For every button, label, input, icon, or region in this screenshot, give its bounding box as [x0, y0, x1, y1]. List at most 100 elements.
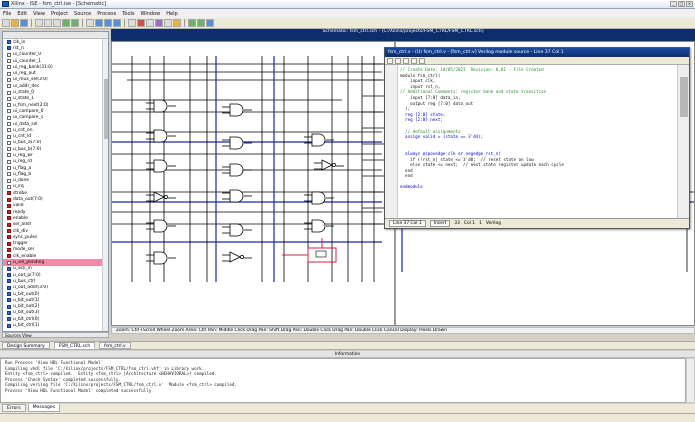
wire-icon[interactable] [128, 19, 136, 27]
and-gate[interactable] [153, 219, 168, 233]
tree-scroll-thumb[interactable] [104, 79, 108, 139]
find-icon[interactable] [86, 19, 94, 27]
tree-item[interactable]: clk_in [3, 39, 108, 45]
editor-find-icon[interactable] [403, 57, 409, 64]
help-icon[interactable] [206, 19, 214, 27]
and-gate[interactable] [153, 129, 168, 143]
tree-item[interactable]: ui_compare_0 [3, 108, 108, 114]
editor-undo-icon[interactable] [395, 57, 401, 64]
editor-save-icon[interactable] [387, 57, 393, 64]
tree-item[interactable]: u_out_addr(3:0) [3, 285, 108, 291]
and-gate[interactable] [229, 103, 244, 117]
paste-icon[interactable] [53, 19, 61, 27]
tree-item[interactable]: u_bus_a(7:0) [3, 140, 108, 146]
tree-item[interactable]: u_cnt_ld [3, 133, 108, 139]
tree-item[interactable]: ui_reg_out [3, 70, 108, 76]
code-line[interactable]: input clk, [400, 78, 436, 84]
tree-item[interactable]: u_flag_b [3, 171, 108, 177]
tree-item[interactable]: clk_enable [3, 253, 108, 259]
tree-item[interactable]: strobe [3, 190, 108, 196]
selected-block-symbol[interactable] [315, 250, 327, 258]
tree-item[interactable]: u_irq [3, 184, 108, 190]
tree-item[interactable]: u_ack_in [3, 266, 108, 272]
tree-item[interactable]: u_bit_ctrl(1) [3, 322, 108, 328]
code-line[interactable]: end [400, 173, 413, 179]
open-icon[interactable] [11, 19, 19, 27]
inverter-bubble[interactable] [164, 195, 168, 199]
tree-item[interactable]: u_reg_rd [3, 159, 108, 165]
tree-item[interactable]: valid [3, 203, 108, 209]
tree-item[interactable]: enable [3, 215, 108, 221]
menu-view[interactable]: View [33, 10, 45, 17]
code-line[interactable]: input [7:0] data_in, [400, 94, 461, 100]
tab-design-summary[interactable]: Design Summary [2, 342, 50, 349]
tree-item[interactable]: ready [3, 209, 108, 215]
tree-item[interactable]: u_state_0 [3, 89, 108, 95]
tab-messages[interactable]: Messages [27, 404, 61, 412]
code-line[interactable]: end [400, 167, 413, 173]
menu-tools[interactable]: Tools [122, 10, 135, 17]
tab-verilog-source[interactable]: fsm_ctrl.v [99, 342, 131, 349]
and-gate[interactable] [311, 219, 326, 233]
bus-icon[interactable] [137, 19, 145, 27]
tree-footer[interactable]: Sources View [2, 332, 109, 338]
run-icon[interactable] [197, 19, 205, 27]
tree-scrollbar[interactable] [102, 39, 108, 331]
tree-item[interactable]: u_bus_b(7:0) [3, 146, 108, 152]
io-marker-icon[interactable] [155, 19, 163, 27]
redo-icon[interactable] [71, 19, 79, 27]
inverter-bubble[interactable] [240, 255, 244, 259]
and-gate[interactable] [153, 159, 168, 173]
editor-code[interactable]: // Create Date: 10/05/2021 Revision: 0.0… [400, 67, 675, 190]
menu-file[interactable]: File [3, 10, 12, 17]
tree-item[interactable]: u_reg_wr [3, 152, 108, 158]
tree-item[interactable]: sync_pulse [3, 234, 108, 240]
tree-item[interactable]: u_fsm_next(2:0) [3, 102, 108, 108]
tree-item[interactable]: u_flag_a [3, 165, 108, 171]
and-gate[interactable] [311, 191, 326, 205]
tree-item[interactable]: u_state_1 [3, 96, 108, 102]
zoom-out-icon[interactable] [104, 19, 112, 27]
tree-item[interactable]: clk_div [3, 228, 108, 234]
menu-help[interactable]: Help [166, 10, 178, 17]
close-button[interactable]: × [686, 1, 693, 7]
info-console[interactable]: Run Process 'View HDL Functional Model'C… [0, 358, 686, 403]
tab-errors[interactable]: Errors [2, 404, 26, 412]
editor-scrollbar[interactable] [677, 65, 689, 218]
zoom-fit-icon[interactable] [113, 19, 121, 27]
and-gate[interactable] [153, 251, 168, 265]
menu-project[interactable]: Project [50, 10, 69, 17]
tree-item[interactable]: u_bit_ctrl(0) [3, 316, 108, 322]
tree-item[interactable]: u_bus_ctrl [3, 278, 108, 284]
code-line[interactable]: assign valid = (state == 3'd4); [400, 134, 484, 140]
code-line[interactable]: endmodule [400, 184, 423, 190]
copy-icon[interactable] [44, 19, 52, 27]
undo-icon[interactable] [62, 19, 70, 27]
and-gate[interactable] [153, 99, 168, 113]
zoom-in-icon[interactable] [95, 19, 103, 27]
inverter-bubble[interactable] [332, 163, 336, 167]
code-line[interactable]: always @(posedge clk or negedge rst_n) [400, 150, 501, 156]
tree-item[interactable]: u_out_p(7:0) [3, 272, 108, 278]
text-icon[interactable] [173, 19, 181, 27]
menu-edit[interactable]: Edit [17, 10, 28, 17]
tree-item[interactable]: u_bit_out(3) [3, 310, 108, 316]
menu-window[interactable]: Window [140, 10, 161, 17]
tree-item[interactable]: rst_n [3, 45, 108, 51]
tree-item[interactable]: ui_counter_1 [3, 58, 108, 64]
maximize-button[interactable]: □ [678, 1, 685, 7]
code-line[interactable]: else state <= next; // next state regist… [400, 162, 564, 168]
tree-item[interactable]: mode_sel [3, 247, 108, 253]
code-line[interactable]: ); [400, 106, 411, 112]
tree-item[interactable]: ui_compare_1 [3, 115, 108, 121]
minimize-button[interactable]: _ [670, 1, 677, 7]
tree-item[interactable]: u_sel_pending [3, 259, 108, 266]
check-icon[interactable] [188, 19, 196, 27]
tree-item[interactable]: ui_reg_bank(31:0) [3, 64, 108, 70]
inverter-gate[interactable] [153, 191, 165, 203]
code-line[interactable]: // Create Date: 10/05/2021 Revision: 0.0… [400, 67, 544, 72]
inverter-gate[interactable] [321, 159, 333, 171]
code-line[interactable]: // Additional Comments: register bank an… [400, 89, 547, 95]
new-icon[interactable] [2, 19, 10, 27]
tab-schematic[interactable]: FSM_CTRL.sch [53, 342, 96, 349]
